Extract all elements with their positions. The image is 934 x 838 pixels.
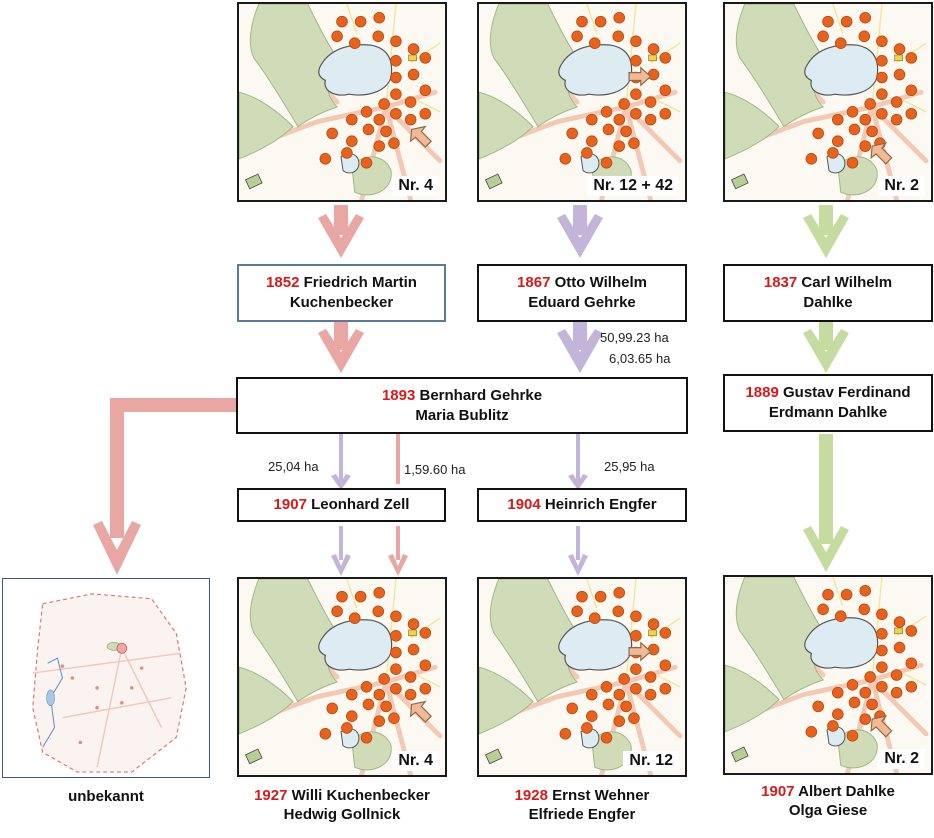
village-map-image: [239, 579, 445, 775]
owner-box-carl: 1837 Carl Wilhelm Dahlke: [723, 264, 933, 322]
overview-map: [2, 578, 210, 778]
owner-box-leonhard: 1907 Leonhard Zell: [237, 488, 446, 522]
owner-name: Heinrich Engfer: [544, 496, 657, 513]
owner-name: Otto Wilhelm: [554, 274, 647, 291]
village-map-image: [725, 577, 931, 773]
owner-name: Leonhard Zell: [311, 496, 410, 513]
owner-box-otto: 1867 Otto Wilhelm Eduard Gehrke: [477, 264, 687, 322]
map-label: Nr. 12 + 42: [587, 176, 679, 196]
owner-year: 1904: [507, 496, 541, 513]
map-label: Nr. 12: [623, 751, 679, 771]
owner-year: 1907: [273, 496, 307, 513]
map-bottom-left: Nr. 4: [237, 577, 447, 777]
owner-name: Albert Dahlke: [798, 783, 895, 800]
overview-map-image: [32, 593, 187, 773]
map-label: Nr. 4: [392, 751, 439, 771]
map-label: Nr. 2: [878, 176, 925, 196]
owner-name: Friedrich Martin: [303, 274, 417, 291]
owner-box-heinrich: 1904 Heinrich Engfer: [477, 488, 687, 522]
owner-box-gustav: 1889 Gustav Ferdinand Erdmann Dahlke: [723, 374, 933, 432]
owner-box-friedrich: 1852 Friedrich Martin Kuchenbecker: [237, 264, 446, 322]
village-map-image: [479, 4, 685, 200]
owner-year: 1893: [381, 386, 416, 404]
map-bottom-middle: Nr. 12: [477, 577, 687, 777]
area-label: 6,03.65 ha: [609, 351, 671, 366]
area-label: 50,99.23 ha: [600, 330, 669, 345]
owner-name: Gustav Ferdinand: [783, 384, 911, 401]
map-top-right: Nr. 2: [723, 2, 933, 202]
map-bottom-right: Nr. 2: [723, 575, 933, 775]
owner-ernst: 1928 Ernst Wehner Elfriede Engfer: [477, 786, 687, 824]
area-label: 1,59.60 ha: [404, 462, 466, 477]
map-label: Nr. 2: [878, 749, 925, 769]
area-label: 25,04 ha: [268, 459, 319, 474]
owner-name: Eduard Gehrke: [528, 294, 636, 311]
village-map-image: [479, 579, 685, 775]
owner-name: Bernhard Gehrke: [419, 386, 543, 404]
owner-name: Elfriede Engfer: [528, 806, 636, 823]
owner-name: Hedwig Gollnick: [283, 806, 401, 823]
village-map-image: [725, 4, 931, 200]
owner-year: 1837: [763, 274, 798, 291]
owner-year: 1928: [514, 787, 548, 804]
map-top-middle: Nr. 12 + 42: [477, 2, 687, 202]
owner-albert: 1907 Albert Dahlke Olga Giese: [723, 782, 933, 820]
owner-name: Dahlke: [803, 294, 853, 311]
area-label: 25,95 ha: [604, 459, 655, 474]
owner-year: 1867: [517, 274, 551, 291]
owner-name: Maria Bublitz: [415, 406, 509, 424]
map-label: Nr. 4: [392, 176, 439, 196]
owner-name: Erdmann Dahlke: [768, 404, 888, 421]
owner-name: Olga Giese: [788, 802, 868, 819]
owner-unknown: unbekannt: [68, 788, 144, 805]
map-top-left: Nr. 4: [237, 2, 447, 202]
owner-year: 1907: [761, 783, 795, 800]
owner-year: 1927: [254, 787, 288, 804]
owner-name: Willi Kuchenbecker: [291, 787, 430, 804]
owner-willi: 1927 Willi Kuchenbecker Hedwig Gollnick: [237, 786, 447, 824]
village-map-image: [239, 4, 445, 200]
owner-box-bernhard: 1893 Bernhard Gehrke Maria Bublitz: [236, 377, 688, 434]
owner-name: Ernst Wehner: [552, 787, 650, 804]
owner-name: Kuchenbecker: [289, 294, 394, 311]
owner-name: Carl Wilhelm: [801, 274, 893, 291]
owner-year: 1889: [745, 384, 779, 401]
owner-year: 1852: [266, 274, 300, 291]
